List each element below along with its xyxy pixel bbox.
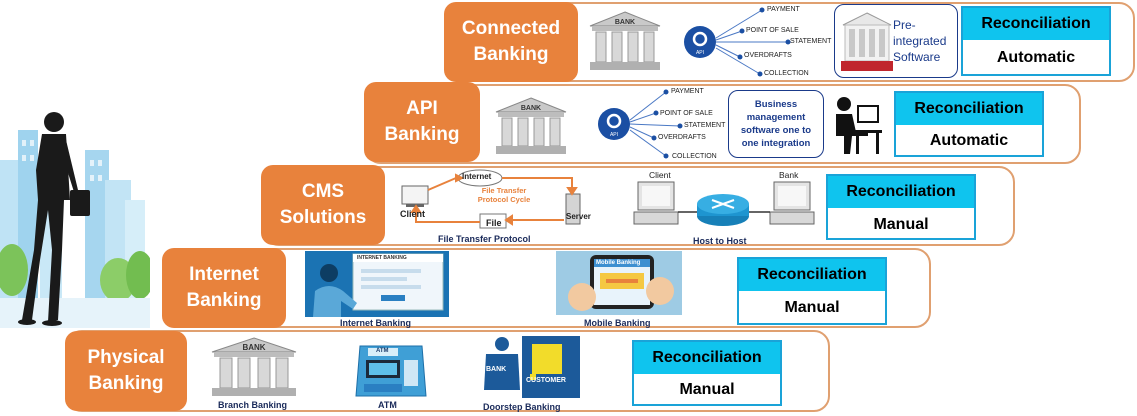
reconciliation-header: Reconciliation bbox=[896, 93, 1042, 125]
host-to-host-diagram bbox=[628, 168, 816, 238]
bank-label: BANK bbox=[521, 105, 541, 112]
api-item-collection: COLLECTION bbox=[764, 70, 809, 77]
api-label: API bbox=[610, 132, 618, 138]
tag-line-1: API bbox=[406, 98, 438, 119]
preintegrated-software-box: Pre-integrated Software bbox=[834, 4, 958, 78]
person-at-computer-icon bbox=[828, 92, 884, 156]
bank-server-icon bbox=[841, 12, 893, 71]
api-item-payment: PAYMENT bbox=[767, 6, 800, 13]
reconciliation-box-physical: Reconciliation Manual bbox=[632, 340, 782, 406]
reconciliation-header: Reconciliation bbox=[963, 8, 1109, 40]
mb-screen-title: Mobile Banking bbox=[596, 260, 641, 266]
connected-banking-tag: Connected Banking bbox=[444, 2, 578, 82]
ftp-file-label: File bbox=[486, 218, 502, 228]
api-item-point-of-sale: POINT OF SALE bbox=[660, 110, 713, 117]
tag-line-2: Banking bbox=[88, 373, 164, 394]
reconciliation-box-internet: Reconciliation Manual bbox=[737, 257, 887, 325]
tag-line-2: Solutions bbox=[279, 207, 367, 228]
doorstep-banking-icon: BANK CUSTOMER bbox=[472, 334, 584, 400]
bank-building-icon: BANK bbox=[492, 96, 570, 156]
reconciliation-box-connected: Reconciliation Automatic bbox=[961, 6, 1111, 76]
reconciliation-header: Reconciliation bbox=[828, 176, 974, 208]
bank-building-icon: BANK bbox=[586, 10, 664, 72]
doorstep-customer-word: CUSTOMER bbox=[526, 377, 566, 384]
api-label: API bbox=[696, 50, 704, 56]
internet-banking-illustration: INTERNET BANKING bbox=[305, 251, 449, 317]
tag-line-2: Banking bbox=[384, 124, 460, 145]
doorstep-bank-word: BANK bbox=[486, 366, 507, 373]
tag-line-2: Banking bbox=[473, 44, 549, 65]
ftp-server-label: Server bbox=[566, 212, 591, 221]
ftp-cycle-diagram bbox=[396, 168, 588, 234]
reconciliation-value: Manual bbox=[679, 381, 735, 398]
api-item-payment: PAYMENT bbox=[671, 88, 704, 95]
preintegrated-label: Pre-integrated Software bbox=[893, 18, 947, 64]
api-fan-diagram: API bbox=[580, 84, 740, 162]
api-banking-tag: API Banking bbox=[364, 82, 480, 162]
h2h-client-label: Client bbox=[649, 170, 671, 180]
bank-label: BANK bbox=[242, 343, 265, 352]
businessman-silhouette bbox=[18, 110, 98, 330]
tag-line-1: Internet bbox=[189, 264, 259, 285]
api-item-statement: STATEMENT bbox=[790, 38, 832, 45]
atm-icon: ATM bbox=[354, 340, 428, 398]
tag-line-1: CMS bbox=[301, 181, 345, 202]
cms-solutions-tag: CMS Solutions bbox=[261, 165, 385, 245]
reconciliation-value: Manual bbox=[784, 299, 840, 316]
bank-label: BANK bbox=[615, 19, 635, 26]
ftp-caption: File Transfer Protocol bbox=[438, 234, 531, 244]
doorstep-banking-caption: Doorstep Banking bbox=[483, 402, 561, 412]
branch-bank-icon: BANK bbox=[208, 336, 300, 398]
reconciliation-value: Manual bbox=[873, 216, 929, 233]
reconciliation-box-cms: Reconciliation Manual bbox=[826, 174, 976, 240]
reconciliation-value: Automatic bbox=[996, 49, 1076, 66]
branch-banking-caption: Branch Banking bbox=[218, 400, 288, 410]
ftp-cycle-label: File Transfer Protocol Cycle bbox=[477, 186, 531, 204]
tag-line-2: Banking bbox=[186, 290, 262, 311]
ftp-internet-label: Internet bbox=[462, 172, 492, 181]
mobile-banking-caption: Mobile Banking bbox=[584, 318, 651, 328]
tag-line-1: Connected bbox=[461, 18, 561, 39]
h2h-caption: Host to Host bbox=[693, 236, 747, 246]
ib-screen-title: INTERNET BANKING bbox=[357, 255, 407, 261]
api-item-overdrafts: OVERDRAFTS bbox=[744, 52, 792, 59]
mobile-banking-illustration: Mobile Banking bbox=[556, 251, 682, 315]
api-item-statement: STATEMENT bbox=[684, 122, 726, 129]
reconciliation-header: Reconciliation bbox=[739, 259, 885, 291]
api-item-overdrafts: OVERDRAFTS bbox=[658, 134, 706, 141]
reconciliation-box-api: Reconciliation Automatic bbox=[894, 91, 1044, 157]
ftp-client-label: Client bbox=[400, 209, 426, 219]
atm-label: ATM bbox=[376, 348, 389, 354]
reconciliation-value: Automatic bbox=[929, 132, 1009, 149]
city-skyline-illustration bbox=[0, 100, 154, 330]
internet-banking-caption: Internet Banking bbox=[340, 318, 412, 328]
h2h-bank-label: Bank bbox=[779, 170, 799, 180]
business-software-box: Business management software one to one … bbox=[728, 90, 824, 158]
atm-caption: ATM bbox=[378, 400, 397, 410]
physical-banking-tag: Physical Banking bbox=[65, 331, 187, 411]
tag-line-1: Physical bbox=[87, 347, 165, 368]
api-item-point-of-sale: POINT OF SALE bbox=[746, 27, 799, 34]
internet-banking-tag: Internet Banking bbox=[162, 248, 286, 328]
api-item-collection: COLLECTION bbox=[672, 153, 717, 160]
reconciliation-header: Reconciliation bbox=[634, 342, 780, 374]
api-fan-diagram: API bbox=[670, 2, 830, 80]
